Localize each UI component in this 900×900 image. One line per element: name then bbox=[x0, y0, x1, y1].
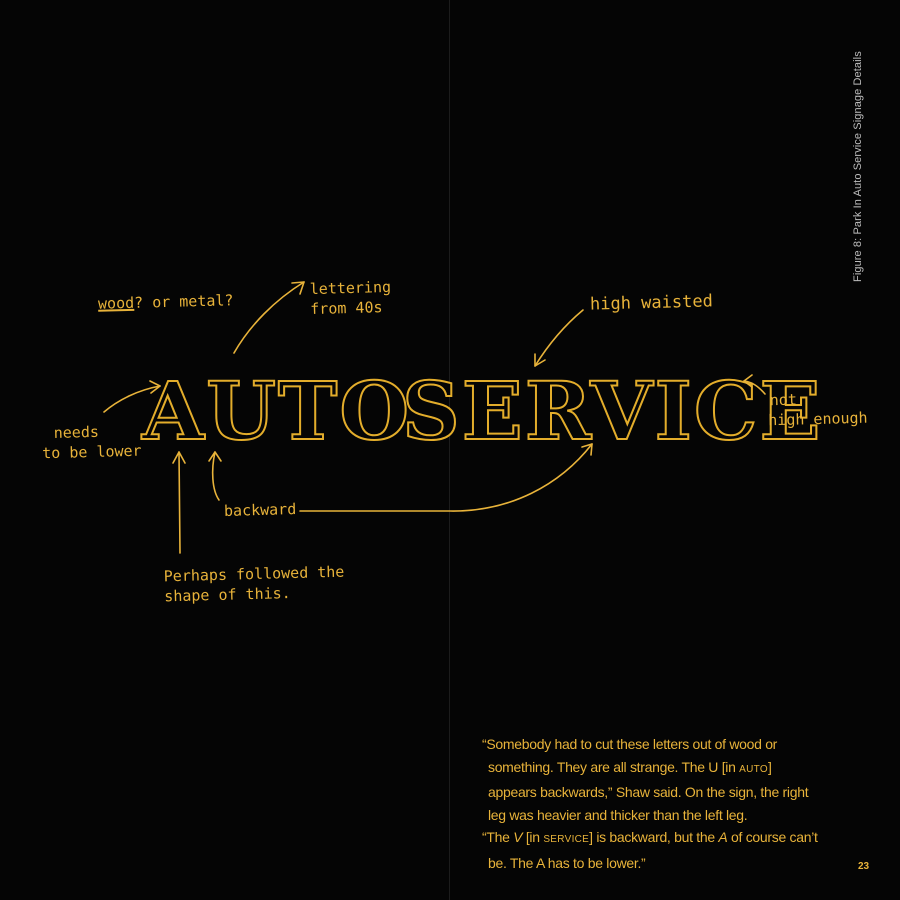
page-number: 23 bbox=[858, 861, 870, 872]
quote-p2-smallcaps: service bbox=[543, 834, 590, 845]
arrow-backward-v-head bbox=[581, 443, 593, 456]
arrow-lettering-head bbox=[291, 281, 305, 295]
quote-p2-text-c: ] is backward, but the bbox=[589, 829, 719, 845]
arrow-perhaps bbox=[178, 451, 181, 554]
arrow-not-high-enough bbox=[743, 380, 766, 395]
arrow-needs-lower-head bbox=[149, 380, 161, 394]
quote-p1-text-b: ] appears backwards,” Shaw said. On the … bbox=[488, 758, 809, 823]
sign-word-auto: AUTO bbox=[141, 364, 412, 458]
arrow-perhaps-head bbox=[172, 451, 186, 464]
arrow-not-high-enough-head bbox=[743, 374, 753, 388]
quote-p1-text-a: “Somebody had to cut these letters out o… bbox=[482, 736, 778, 775]
arrow-needs-lower bbox=[103, 385, 161, 413]
quote-p1-smallcaps: auto bbox=[739, 763, 768, 775]
quote-p2-italic-a: A bbox=[718, 829, 728, 845]
quote-p2-text-d: of course can’t be. The A has to be lowe… bbox=[488, 829, 818, 871]
arrow-high-waisted-head bbox=[534, 353, 546, 367]
page-gutter bbox=[449, 0, 450, 900]
arrow-backward-u-head bbox=[208, 451, 222, 462]
quote-paragraph-2: “The V [in service] is backward, but the… bbox=[482, 826, 822, 874]
shaw-quote: “Somebody had to cut these letters out o… bbox=[482, 733, 822, 874]
arrow-high-waisted bbox=[534, 309, 584, 367]
arrow-backward-u bbox=[211, 451, 220, 501]
arrow-backward-v bbox=[299, 443, 593, 512]
quote-p2-text-a: “The bbox=[482, 829, 514, 845]
quote-p2-italic-v: V bbox=[513, 829, 523, 845]
quote-paragraph-1: “Somebody had to cut these letters out o… bbox=[482, 733, 822, 826]
arrow-lettering bbox=[233, 281, 305, 354]
sign-word-service: SERVICE bbox=[401, 364, 823, 458]
quote-p2-text-b: [in bbox=[522, 829, 544, 845]
